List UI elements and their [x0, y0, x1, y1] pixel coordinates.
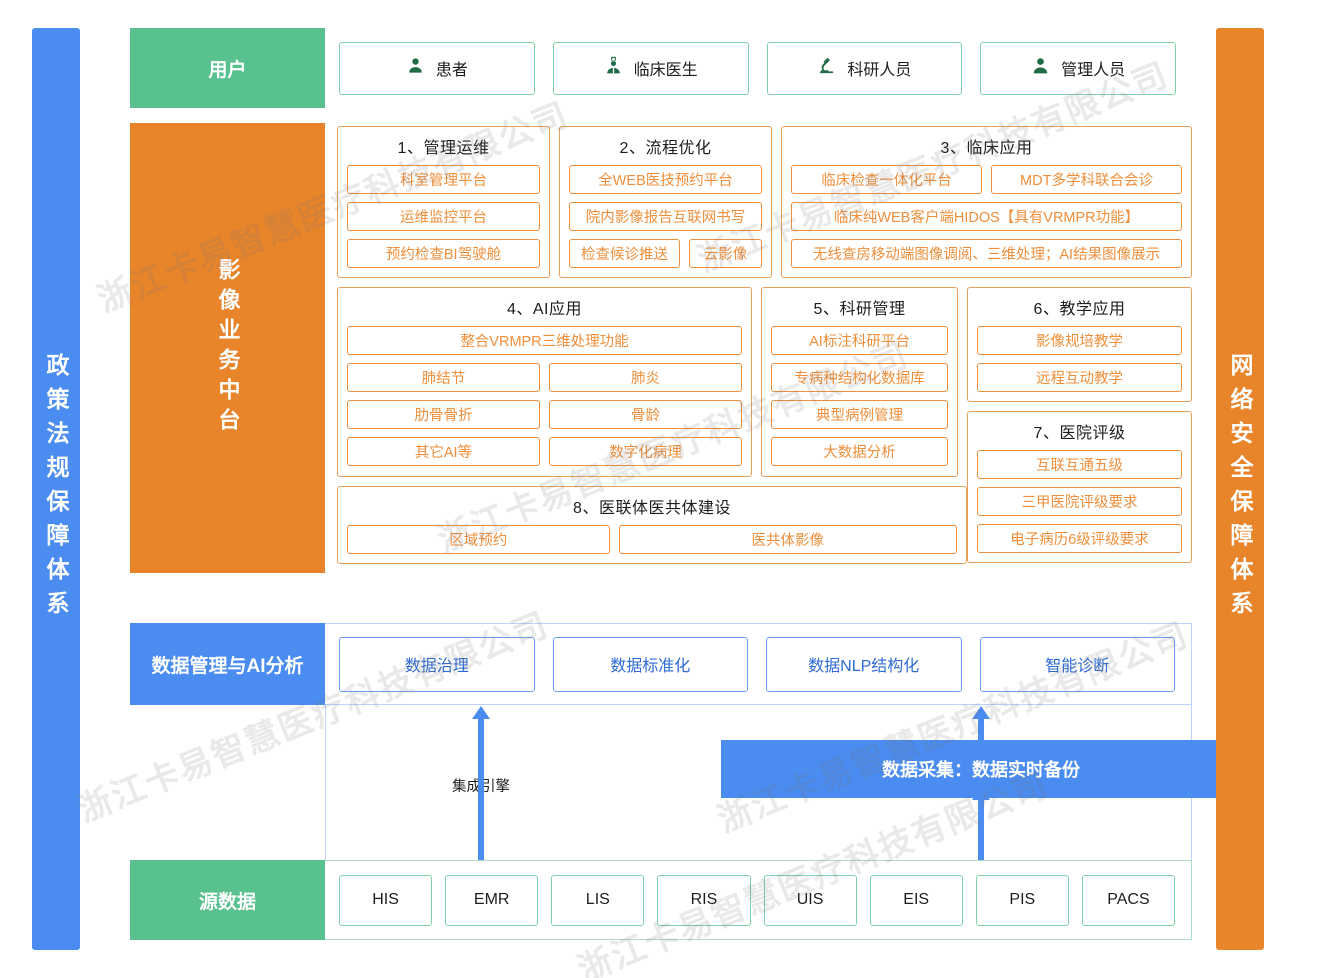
data-management-label: 数据管理与AI分析 [130, 623, 325, 705]
module-box[interactable]: 运维监控平台 [347, 202, 540, 231]
module-box[interactable]: MDT多学科联合会诊 [991, 165, 1182, 194]
module-box[interactable]: 整合VRMPR三维处理功能 [347, 326, 742, 355]
user-item-label: 管理人员 [1061, 62, 1126, 79]
source-data-label: 源数据 [130, 860, 325, 940]
group-title: 8、医联体医共体建设 [573, 500, 731, 517]
module-box[interactable]: 骨龄 [549, 400, 742, 429]
data-item-smart-diagnosis[interactable]: 智能诊断 [979, 636, 1175, 692]
group-title: 1、管理运维 [397, 140, 490, 157]
network-security-sidebar: 网络安全保障体系 [1216, 28, 1264, 950]
module-box[interactable]: 临床检查一体化平台 [791, 165, 982, 194]
data-item-standardization[interactable]: 数据标准化 [552, 636, 748, 692]
policy-regulation-sidebar: 政策法规保障体系 [32, 28, 80, 950]
module-box[interactable]: 科室管理平台 [347, 165, 540, 194]
module-box[interactable]: 其它AI等 [347, 437, 540, 466]
module-box[interactable]: 三甲医院评级要求 [977, 487, 1182, 516]
group-medical-alliance: 8、医联体医共体建设 区域预约 医共体影像 [337, 486, 967, 564]
group-title: 2、流程优化 [619, 140, 712, 157]
source-item-pacs[interactable]: PACS [1081, 874, 1175, 926]
teaching-and-rating-column: 6、教学应用 影像规培教学 远程互动教学 7、医院评级 互联互通五级 三甲医院评… [967, 287, 1192, 563]
user-band: 用户 患者 临床医生 [130, 28, 1192, 108]
module-box[interactable]: 院内影像报告互联网书写 [569, 202, 762, 231]
arrow-source-to-collection [978, 798, 984, 860]
module-box[interactable]: 临床纯WEB客户端HIDOS【具有VRMPR功能】 [791, 202, 1182, 231]
source-item-ris[interactable]: RIS [657, 874, 751, 926]
group-teaching-application: 6、教学应用 影像规培教学 远程互动教学 [967, 287, 1192, 402]
user-band-items: 患者 临床医生 [325, 28, 1192, 108]
source-item-emr[interactable]: EMR [445, 874, 539, 926]
manager-person-icon [1031, 56, 1050, 80]
data-item-nlp[interactable]: 数据NLP结构化 [766, 636, 962, 692]
data-item-governance[interactable]: 数据治理 [339, 636, 535, 692]
module-box[interactable]: 数字化病理 [549, 437, 742, 466]
transfer-left-gutter [130, 705, 325, 860]
module-box[interactable]: 专病种结构化数据库 [771, 363, 948, 392]
group-title: 6、教学应用 [1033, 301, 1126, 318]
module-box[interactable]: 区域预约 [347, 525, 610, 554]
group-management-ops: 1、管理运维 科室管理平台 运维监控平台 预约检查BI驾驶舱 [337, 126, 550, 278]
source-data-items: HIS EMR LIS RIS UIS EIS PIS PACS [325, 860, 1192, 940]
imaging-platform-body: 1、管理运维 科室管理平台 运维监控平台 预约检查BI驾驶舱 2、流程优化 全W… [325, 123, 1192, 573]
module-box[interactable]: 医共体影像 [618, 525, 957, 554]
user-item-researcher[interactable]: 科研人员 [766, 41, 963, 95]
transfer-body: 数据采集：数据实时备份 集成引擎 [325, 705, 1241, 860]
microscope-icon [817, 56, 836, 80]
group-title: 7、医院评级 [1033, 425, 1126, 442]
user-item-clinician[interactable]: 临床医生 [552, 41, 749, 95]
data-management-items: 数据治理 数据标准化 数据NLP结构化 智能诊断 [325, 623, 1192, 705]
module-box[interactable]: 预约检查BI驾驶舱 [347, 239, 540, 268]
module-box[interactable]: 无线查房移动端图像调阅、三维处理；AI结果图像展示 [791, 239, 1182, 268]
group-process-optimization: 2、流程优化 全WEB医技预约平台 院内影像报告互联网书写 检查候诊推送 云影像 [559, 126, 772, 278]
source-item-lis[interactable]: LIS [551, 874, 645, 926]
source-item-uis[interactable]: UIS [763, 874, 857, 926]
module-box[interactable]: 肺结节 [347, 363, 540, 392]
group-ai-application: 4、AI应用 整合VRMPR三维处理功能 肺结节 肺炎 肋骨骨折 骨龄 其它AI… [337, 287, 752, 477]
user-item-label: 患者 [435, 62, 468, 79]
transfer-zone: 数据采集：数据实时备份 集成引擎 [130, 705, 1241, 860]
architecture-main: 用户 患者 临床医生 [130, 28, 1241, 950]
module-box[interactable]: 远程互动教学 [977, 363, 1182, 392]
group-hospital-rating: 7、医院评级 互联互通五级 三甲医院评级要求 电子病历6级评级要求 [967, 411, 1192, 563]
user-item-patient[interactable]: 患者 [339, 41, 535, 95]
group-research-management: 5、科研管理 AI标注科研平台 专病种结构化数据库 典型病例管理 大数据分析 [761, 287, 958, 477]
imaging-platform-label: 影像业务中台 [130, 123, 325, 573]
source-data-band: 源数据 HIS EMR LIS RIS UIS EIS PIS PACS [130, 860, 1192, 940]
module-box[interactable]: 典型病例管理 [771, 400, 948, 429]
group-clinical-application: 3、临床应用 临床检查一体化平台 MDT多学科联合会诊 临床纯WEB客户端HID… [781, 126, 1192, 278]
module-box[interactable]: 全WEB医技预约平台 [569, 165, 762, 194]
group-title: 5、科研管理 [813, 301, 906, 318]
source-item-his[interactable]: HIS [339, 874, 433, 926]
module-box[interactable]: 互联互通五级 [977, 450, 1182, 479]
layout-spacer [976, 486, 1192, 564]
patient-person-icon [406, 56, 425, 80]
module-box[interactable]: 云影像 [688, 239, 762, 268]
module-box[interactable]: 影像规培教学 [977, 326, 1182, 355]
group-title: 4、AI应用 [506, 301, 583, 318]
module-box[interactable]: 检查候诊推送 [569, 239, 680, 268]
user-band-label: 用户 [130, 28, 325, 108]
doctor-icon [604, 56, 623, 80]
module-box[interactable]: 肋骨骨折 [347, 400, 540, 429]
imaging-platform-band: 影像业务中台 1、管理运维 科室管理平台 运维监控平台 预约检查BI驾驶舱 2、… [130, 123, 1192, 573]
module-box[interactable]: 肺炎 [549, 363, 742, 392]
group-title: 3、临床应用 [940, 140, 1033, 157]
arrow-integration-engine [478, 717, 484, 860]
source-item-eis[interactable]: EIS [869, 874, 963, 926]
module-box[interactable]: AI标注科研平台 [771, 326, 948, 355]
module-box[interactable]: 电子病历6级评级要求 [977, 524, 1182, 553]
source-item-pis[interactable]: PIS [975, 874, 1069, 926]
user-item-label: 临床医生 [633, 62, 698, 79]
arrow-collection-to-data [978, 717, 984, 741]
module-box[interactable]: 大数据分析 [771, 437, 948, 466]
user-item-label: 科研人员 [847, 62, 912, 79]
user-item-administrator[interactable]: 管理人员 [980, 41, 1176, 95]
data-management-band: 数据管理与AI分析 数据治理 数据标准化 数据NLP结构化 智能诊断 [130, 623, 1192, 705]
